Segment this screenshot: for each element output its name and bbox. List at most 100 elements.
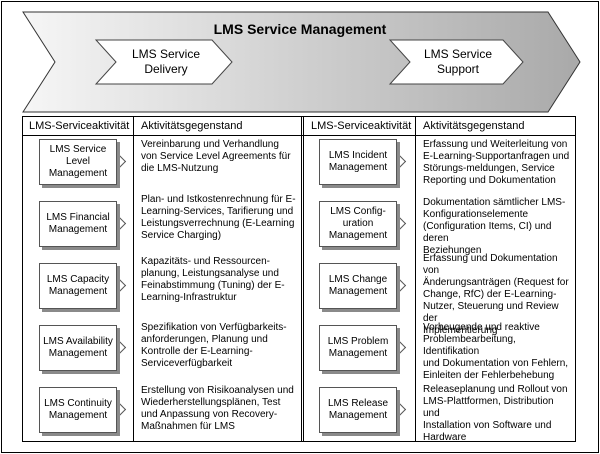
left-activity-3-line-2: Management bbox=[48, 286, 108, 297]
left-subject-3-line-3: Feinabstimmung (Tuning) der E- bbox=[141, 280, 285, 291]
left-subject-4-line-1: Spezifikation von Verfügbarkeits- bbox=[141, 322, 287, 333]
right-subject-1-line-4: Reporting und Dokumentation bbox=[423, 175, 556, 186]
right-subject-3-line-2: Änderungsanträgen (Request for bbox=[423, 277, 569, 288]
left-subject-3-line-2: planung, Leistungsanalyse und bbox=[141, 268, 279, 279]
left-subject-4-line-4: Serviceverfügbarkeit bbox=[141, 358, 233, 369]
right-activity-2-line-1: LMS Config- bbox=[330, 206, 386, 217]
right-activity-1-line-2: Management bbox=[328, 162, 388, 173]
left-subject-2-line-3: Leistungsverrechnung (E-Learning bbox=[141, 218, 295, 229]
right-activity-5-line-2: Management bbox=[328, 410, 388, 421]
right-subject-header: Aktivitätsgegenstand bbox=[423, 120, 525, 132]
left-subject-5-line-4: Maßnahmen für LMS bbox=[141, 421, 235, 432]
right-subject-5-line-4: Hardware bbox=[423, 432, 467, 443]
left-activity-5-line-1: LMS Continuity bbox=[44, 398, 112, 409]
service-delivery-line2: Delivery bbox=[144, 62, 188, 76]
activity-table: LMS-Serviceaktivität Aktivitätsgegenstan… bbox=[22, 116, 576, 443]
right-subject-4-line-3: und Dokumentation von Fehlern, bbox=[423, 358, 569, 369]
right-subject-3-line-3: Change, RfC) der E-Learning- bbox=[423, 289, 557, 300]
left-activity-2-line-1: LMS Financial bbox=[46, 212, 110, 223]
service-management-arrow bbox=[22, 11, 581, 113]
right-subject-3-line-4: Nutzer, Steuerung und Review der bbox=[423, 301, 559, 324]
left-activity-1-line-1: LMS Service bbox=[49, 144, 107, 155]
right-subject-4-line-1: Vorbeugende und reaktive bbox=[423, 322, 540, 333]
right-subject-2-line-2: Konfigurationselemente bbox=[423, 209, 529, 220]
right-subject-2-line-1: Dokumentation sämtlicher LMS- bbox=[423, 197, 566, 208]
left-subject-3-line-4: Learning-Infrastruktur bbox=[141, 292, 237, 303]
left-subject-5-line-2: Wiederherstellungsplänen, Test bbox=[141, 397, 281, 408]
left-subject-1-line-2: von Service Level Agreements für bbox=[141, 151, 291, 162]
left-activity-5-line-2: Management bbox=[48, 410, 108, 421]
left-subject-4-line-3: Kontrolle der E-Learning- bbox=[141, 346, 253, 357]
service-delivery-label: LMS Service Delivery bbox=[110, 47, 222, 77]
right-activity-3-line-2: Management bbox=[328, 286, 388, 297]
service-support-label: LMS Service Support bbox=[403, 47, 513, 77]
left-subject-1-line-1: Vereinbarung und Verhandlung bbox=[141, 139, 279, 150]
left-subject-1-line-3: die LMS-Nutzung bbox=[141, 163, 219, 174]
service-support-line1: LMS Service bbox=[423, 47, 493, 61]
right-activity-2-line-3: Management bbox=[328, 230, 388, 241]
left-subject-3: Kapazitäts- und Ressourcen-planung, Leis… bbox=[141, 256, 303, 304]
right-subject-3-line-1: Erfassung und Dokumentation von bbox=[423, 253, 558, 276]
banner-title: LMS Service Management bbox=[213, 21, 387, 37]
right-subject-5-line-2: LMS-Plattformen, Distribution und bbox=[423, 396, 554, 419]
right-subject-2-line-3: (Configuration Items, CI) und deren bbox=[423, 221, 552, 244]
right-activity-header: LMS-Serviceaktivität bbox=[311, 120, 412, 132]
left-subject-2-line-1: Plan- und Istkostenrechnung für E- bbox=[141, 194, 296, 205]
left-subject-4-line-2: anforderungen, Planung und bbox=[141, 334, 268, 345]
right-subject-2-line-4: Beziehungen bbox=[423, 245, 482, 256]
right-activity-5-line-1: LMS Release bbox=[327, 398, 389, 409]
left-subject-4: Spezifikation von Verfügbarkeits-anforde… bbox=[141, 322, 303, 370]
header-divider bbox=[23, 135, 575, 136]
left-activity-1-line-2: Level bbox=[66, 156, 90, 167]
right-activity-1-line-1: LMS Incident bbox=[328, 150, 388, 161]
right-subject-5-line-3: Installation von Software und bbox=[423, 420, 552, 431]
left-activity-3-line-1: LMS Capacity bbox=[46, 274, 110, 285]
right-subject-4-line-2: Problembearbeitung, Identifikation bbox=[423, 334, 516, 357]
right-activity-3-line-1: LMS Change bbox=[328, 274, 388, 285]
service-support-chevron bbox=[388, 39, 524, 85]
service-delivery-chevron bbox=[94, 39, 233, 85]
right-column-divider bbox=[415, 117, 416, 441]
right-activity-2-line-2: uration bbox=[342, 218, 374, 229]
right-subject-2: Dokumentation sämtlicher LMS-Konfigurati… bbox=[423, 197, 573, 257]
right-activity-4-line-2: Management bbox=[328, 348, 388, 359]
right-subject-5-line-1: Releaseplanung und Rollout von bbox=[423, 384, 568, 395]
left-column-divider bbox=[133, 117, 134, 441]
right-subject-1-line-1: Erfassung und Weiterleitung von bbox=[423, 139, 568, 150]
right-activity-4-line-1: LMS Problem bbox=[327, 336, 389, 347]
center-double-divider bbox=[301, 117, 304, 441]
right-subject-1-line-3: Störungs-meldungen, Service bbox=[423, 163, 555, 174]
service-delivery-line1: LMS Service bbox=[131, 47, 201, 61]
right-subject-4-line-4: Einleiten der Fehlerbehebung bbox=[423, 370, 555, 381]
left-activity-2-line-2: Management bbox=[48, 224, 108, 235]
left-subject-2-line-2: Learning-Services, Tarifierung und bbox=[141, 206, 294, 217]
left-activity-1-line-3: Management bbox=[48, 168, 108, 179]
right-subject-1-line-2: E-Learning-Supportanfragen und bbox=[423, 151, 570, 162]
left-subject-header: Aktivitätsgegenstand bbox=[141, 120, 243, 132]
left-subject-2: Plan- und Istkostenrechnung für E-Learni… bbox=[141, 194, 303, 242]
service-support-line2: Support bbox=[436, 62, 480, 76]
